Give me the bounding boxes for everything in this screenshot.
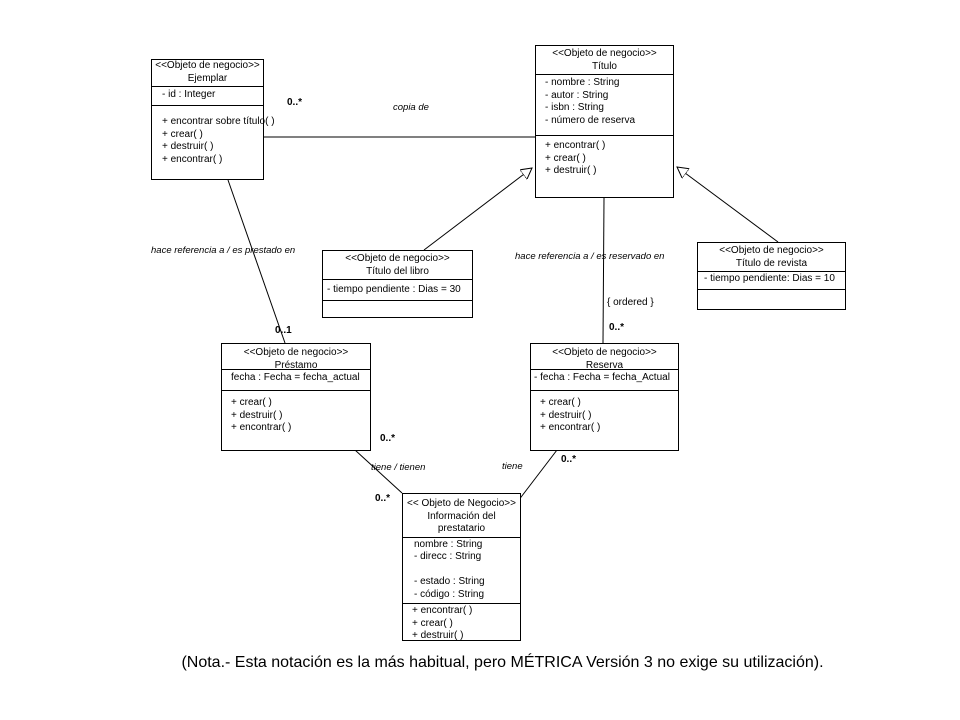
class-reserva: <<Objeto de negocio>> Reserva - fecha : … xyxy=(530,343,679,451)
operation: + destruir( ) xyxy=(412,630,464,641)
association-reservado-line xyxy=(602,197,605,344)
operation: + crear( ) xyxy=(412,617,453,629)
class-titulo-libro-header: <<Objeto de negocio>> Título del libro xyxy=(323,251,472,280)
class-titulo-libro-attributes: - tiempo pendiente : Dias = 30 xyxy=(323,280,472,301)
class-prestamo-name: Préstamo xyxy=(274,359,318,371)
class-titulo-libro: <<Objeto de negocio>> Título del libro -… xyxy=(322,250,473,318)
attribute: - autor : String xyxy=(545,89,609,101)
class-titulo-operations: + encontrar( ) + crear( ) + destruir( ) xyxy=(536,136,673,180)
attribute: nombre : String xyxy=(414,538,483,550)
class-titulo-attributes: - nombre : String - autor : String - isb… xyxy=(536,75,673,136)
class-prestamo-stereotype: <<Objeto de negocio>> xyxy=(243,347,349,358)
operation: + destruir( ) xyxy=(231,409,283,421)
class-ejemplar-attributes: - id : Integer xyxy=(152,87,263,106)
class-ejemplar: <<Objeto de negocio>> Ejemplar - id : In… xyxy=(151,59,275,180)
class-ejemplar-stereotype: <<Objeto de negocio>> xyxy=(155,60,260,71)
attribute: - tiempo pendiente : Dias = 30 xyxy=(327,284,461,295)
association-prestado-label: hace referencia a / es prestado en xyxy=(151,245,296,256)
operation: + encontrar( ) xyxy=(231,422,292,433)
operation: + crear( ) xyxy=(231,397,272,408)
association-copia-de-label: copia de xyxy=(393,102,429,113)
class-titulo: <<Objeto de negocio>> Título - nombre : … xyxy=(535,45,674,198)
attribute: fecha : Fecha = fecha_actual xyxy=(231,372,360,383)
operation: + encontrar( ) xyxy=(540,422,601,433)
class-titulo-stereotype: <<Objeto de negocio>> xyxy=(552,48,657,59)
multiplicity-tiene-prestamo-bottom: 0..* xyxy=(375,493,391,504)
class-prestatario-operations: + encontrar( ) + crear( ) + destruir( ) xyxy=(403,604,520,645)
operation: + encontrar( ) xyxy=(545,140,606,151)
class-prestamo-attributes: fecha : Fecha = fecha_actual xyxy=(222,369,370,391)
operation: + encontrar( ) xyxy=(162,153,223,165)
attribute: - estado : String xyxy=(414,576,485,587)
class-prestatario-attributes: nombre : String - direcc : String - esta… xyxy=(403,538,520,604)
multiplicity-tiene-reserva: 0..* xyxy=(561,454,577,465)
class-prestatario-header: << Objeto de Negocio>> Información del p… xyxy=(403,494,520,538)
attribute: - id : Integer xyxy=(162,89,216,100)
attribute: - isbn : String xyxy=(545,102,604,113)
attribute: - fecha : Fecha = fecha_Actual xyxy=(534,372,670,383)
class-reserva-stereotype: <<Objeto de negocio>> xyxy=(552,347,657,358)
attribute: - número de reserva xyxy=(545,114,636,126)
operation: + crear( ) xyxy=(540,397,581,408)
class-titulo-revista-attributes: - tiempo pendiente: Dias = 10 xyxy=(698,272,845,290)
association-tiene-reserva-label: tiene xyxy=(502,461,523,472)
class-titulo-revista-operations xyxy=(698,290,845,294)
multiplicity-reservado: 0..* xyxy=(609,322,625,333)
operation: + destruir( ) xyxy=(540,409,592,421)
attribute: - direcc : String xyxy=(414,551,482,562)
attribute xyxy=(414,564,516,577)
multiplicity-tiene-prestamo-top: 0..* xyxy=(380,433,396,444)
class-titulo-revista-stereotype: <<Objeto de negocio>> xyxy=(719,245,824,256)
class-prestatario-name: Información del prestatario xyxy=(427,510,496,535)
class-ejemplar-header: <<Objeto de negocio>> Ejemplar xyxy=(152,60,263,87)
generalization-revista-line xyxy=(677,167,779,243)
attribute: - tiempo pendiente: Dias = 10 xyxy=(704,273,835,284)
association-tiene-reserva-line xyxy=(514,449,558,506)
class-prestatario-stereotype: << Objeto de Negocio>> xyxy=(407,498,516,509)
class-prestamo-header: <<Objeto de negocio>> Préstamo xyxy=(222,344,370,373)
class-titulo-libro-stereotype: <<Objeto de negocio>> xyxy=(345,253,450,264)
class-titulo-header: <<Objeto de negocio>> Título xyxy=(536,46,673,75)
attribute: - código : String xyxy=(414,588,485,600)
class-prestamo-operations: + crear( ) + destruir( ) + encontrar( ) xyxy=(222,391,370,437)
footnote: (Nota.- Esta notación es la más habitual… xyxy=(181,654,824,671)
class-reserva-header: <<Objeto de negocio>> Reserva xyxy=(531,344,678,373)
association-tiene-prestamo-label: tiene / tienen xyxy=(371,462,426,473)
class-ejemplar-name: Ejemplar xyxy=(187,72,228,84)
operation: + destruir( ) xyxy=(545,165,597,176)
operation: + destruir( ) xyxy=(162,141,214,152)
class-titulo-revista-header: <<Objeto de negocio>> Título de revista xyxy=(698,243,845,272)
attribute: - nombre : String xyxy=(545,77,620,88)
class-ejemplar-operations: + encontrar sobre título( ) + crear( ) +… xyxy=(152,106,275,168)
operation: + crear( ) xyxy=(162,128,203,140)
class-titulo-libro-operations xyxy=(323,301,472,305)
generalization-libro-line xyxy=(423,168,532,251)
multiplicity-copia-de: 0..* xyxy=(287,97,303,108)
class-prestamo: <<Objeto de negocio>> Préstamo fecha : F… xyxy=(221,343,371,451)
class-titulo-name: Título xyxy=(591,60,617,72)
association-reservado-label: hace referencia a / es reservado en xyxy=(515,251,665,262)
multiplicity-prestado: 0..1 xyxy=(275,325,292,336)
class-prestatario: << Objeto de Negocio>> Información del p… xyxy=(402,493,521,641)
association-prestado-line xyxy=(227,179,286,344)
class-titulo-revista-name: Título de revista xyxy=(735,257,808,269)
class-titulo-libro-name: Título del libro xyxy=(366,265,429,277)
class-titulo-revista: <<Objeto de negocio>> Título de revista … xyxy=(697,242,846,310)
class-reserva-operations: + crear( ) + destruir( ) + encontrar( ) xyxy=(531,391,678,437)
association-reservado-constraint: { ordered } xyxy=(607,297,654,308)
association-tiene-prestamo-line xyxy=(354,449,403,494)
class-reserva-attributes: - fecha : Fecha = fecha_Actual xyxy=(531,369,678,391)
operation: + encontrar( ) xyxy=(412,605,473,616)
class-reserva-name: Reserva xyxy=(585,359,624,371)
operation: + crear( ) xyxy=(545,152,586,164)
operation: + encontrar sobre título( ) xyxy=(162,116,275,127)
